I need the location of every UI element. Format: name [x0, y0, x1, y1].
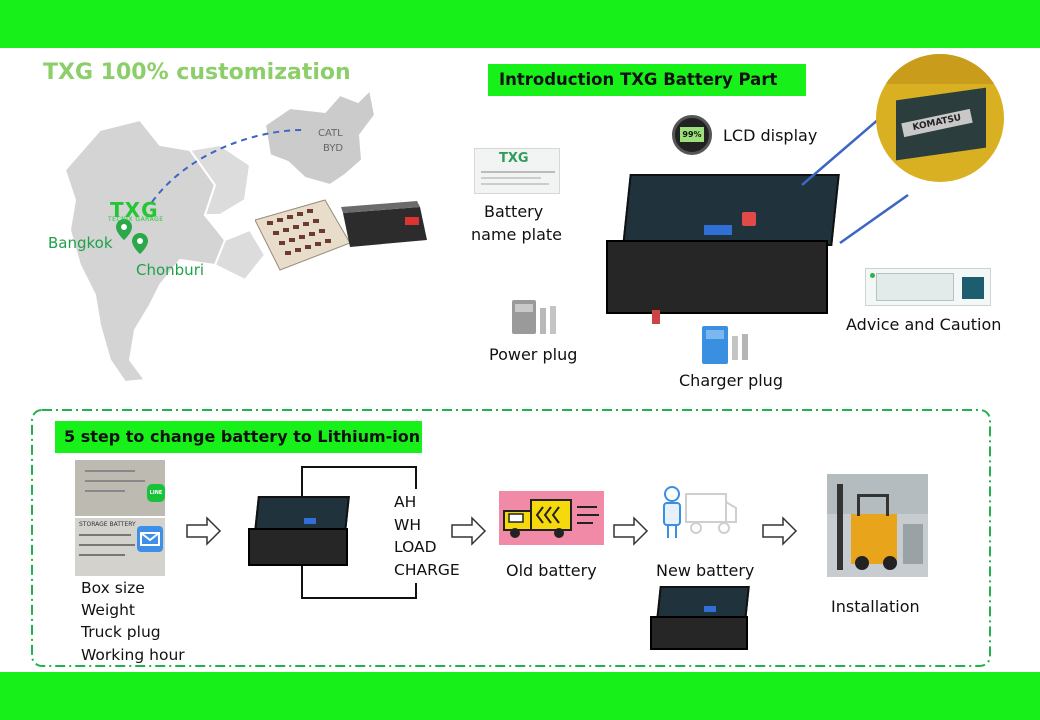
step1-item-box-size: Box size — [81, 579, 145, 597]
steps-title: 5 step to change battery to Lithium-ion — [55, 421, 422, 453]
spec-load: LOAD — [394, 538, 437, 556]
step-arrow-icon — [186, 516, 222, 546]
advice-caution-image — [865, 268, 991, 306]
power-plug-icon — [512, 300, 556, 334]
bottom-banner — [0, 672, 1040, 720]
top-banner — [0, 0, 1040, 48]
lcd-display-label: LCD display — [723, 126, 818, 145]
step2-battery-image — [246, 494, 354, 574]
battery-cells-image — [255, 199, 427, 271]
step4-battery-image — [648, 584, 754, 656]
step5-label: Installation — [831, 597, 920, 616]
step-arrow-icon — [613, 516, 649, 546]
map-illustration — [63, 90, 377, 384]
customization-title: TXG 100% customization — [43, 60, 351, 85]
forklift-closeup-image: KOMATSU — [876, 54, 1004, 182]
step1-item-truck-plug: Truck plug — [81, 623, 161, 641]
bangkok-pin-icon — [116, 219, 132, 240]
spec-ah: AH — [394, 493, 417, 511]
step1-item-weight: Weight — [81, 601, 136, 619]
name-plate-label-line2: name plate — [471, 225, 562, 244]
step1-doc-label: STORAGE BATTERY — [79, 521, 136, 528]
name-plate-label-line1: Battery — [484, 202, 544, 221]
step3-label: Old battery — [506, 561, 597, 580]
city-bangkok: Bangkok — [48, 234, 113, 252]
china-map — [263, 90, 377, 187]
advice-caution-label: Advice and Caution — [846, 315, 1002, 334]
spec-charge: CHARGE — [394, 561, 460, 579]
battery-main-image — [604, 170, 844, 324]
delivery-person-icon — [663, 486, 737, 538]
connector-lines — [801, 117, 909, 245]
truck-icon — [499, 491, 604, 545]
china-label-byd: BYD — [323, 143, 344, 154]
spec-wh: WH — [394, 516, 421, 534]
chonburi-pin-icon — [132, 233, 148, 254]
step1-document-image: LINE — [75, 460, 165, 516]
charger-plug-label: Charger plug — [679, 371, 783, 390]
step-arrow-icon — [451, 516, 487, 546]
line-app-icon: LINE — [147, 484, 165, 502]
steps-dashed-frame — [31, 409, 991, 667]
step1-item-working-hour: Working hour — [81, 646, 185, 664]
name-plate-logo: TXG — [499, 151, 529, 166]
lcd-value: 99% — [680, 127, 704, 142]
spec-bracket — [301, 466, 417, 599]
china-label-catl: CATL — [318, 128, 343, 139]
charger-plug-icon — [702, 326, 748, 364]
intro-title: Introduction TXG Battery Part — [488, 64, 806, 96]
mail-icon — [137, 526, 163, 552]
installation-forklift-image — [827, 474, 928, 577]
step-arrow-icon — [762, 516, 798, 546]
route-line — [151, 129, 303, 203]
map-logo-sub: TECNIX GARAGE — [108, 216, 164, 223]
map-logo: TXG — [110, 198, 159, 222]
power-plug-label: Power plug — [489, 345, 578, 364]
step4-label: New battery — [656, 561, 755, 580]
step1-label-image: STORAGE BATTERY — [75, 518, 165, 576]
lcd-display-icon: 99% — [672, 115, 712, 155]
city-chonburi: Chonburi — [136, 261, 205, 279]
name-plate-image: TXG — [474, 148, 560, 194]
